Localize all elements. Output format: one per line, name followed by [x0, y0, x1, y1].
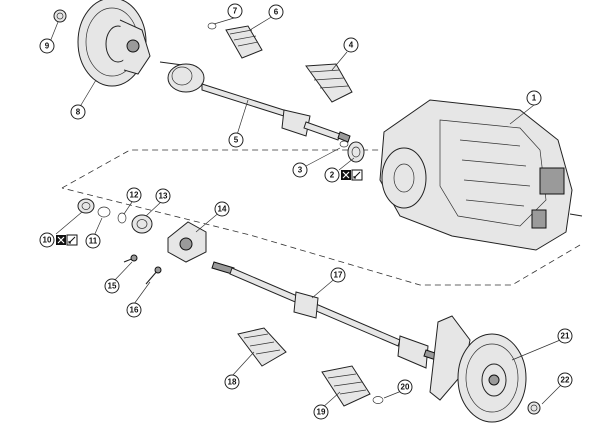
callout-10: 10 [39, 232, 55, 248]
callout-7: 7 [227, 3, 243, 19]
upper-brake-disc [77, 0, 151, 87]
callout-label-15: 15 [108, 282, 117, 291]
callout-6: 6 [268, 4, 284, 20]
lower-boot-19 [321, 365, 371, 407]
callout-label-17: 17 [334, 271, 343, 280]
callout-12: 12 [126, 187, 142, 203]
callout-4: 4 [343, 37, 359, 53]
callout-label-18: 18 [228, 378, 237, 387]
callout-13: 13 [155, 188, 171, 204]
grease-lubricate-icon [351, 169, 363, 181]
leader-lines [49, 15, 566, 409]
callout-1: 1 [526, 90, 542, 106]
lower-boot-18 [237, 327, 287, 367]
callout-label-9: 9 [45, 42, 50, 51]
callout-3: 3 [292, 162, 308, 178]
callout-label-19: 19 [317, 408, 326, 417]
callout-16: 16 [126, 302, 142, 318]
callout-9: 9 [39, 38, 55, 54]
lower-brake-disc [429, 315, 527, 423]
ring-11 [97, 206, 111, 218]
callout-14: 14 [214, 201, 230, 217]
callout-label-12: 12 [130, 191, 139, 200]
lower-clip-20 [372, 396, 384, 404]
seal-2 [347, 141, 365, 163]
replace-part-icon [341, 170, 351, 180]
callout-8: 8 [70, 104, 86, 120]
bearing-13 [131, 214, 153, 234]
callout-5: 5 [228, 132, 244, 148]
callout-label-20: 20 [401, 383, 410, 392]
callout-20: 20 [397, 379, 413, 395]
callout-label-11: 11 [89, 237, 98, 246]
callout-label-6: 6 [274, 8, 279, 17]
callout-label-8: 8 [76, 108, 81, 117]
callout-label-4: 4 [349, 41, 354, 50]
lower-hub-nut [527, 401, 541, 415]
upper-hub-nut [53, 9, 67, 23]
callout-17: 17 [330, 267, 346, 283]
callout-label-22: 22 [561, 376, 570, 385]
callout-label-1: 1 [532, 94, 537, 103]
seal-10 [77, 198, 95, 214]
callout-label-21: 21 [561, 332, 570, 341]
upper-boot-6 [225, 25, 263, 59]
callout-21: 21 [557, 328, 573, 344]
callout-19: 19 [313, 404, 329, 420]
callout-label-13: 13 [159, 192, 168, 201]
clip-12 [117, 212, 127, 224]
upper-clip-7 [207, 22, 217, 30]
transmission-housing [379, 99, 583, 251]
upper-boot-4 [305, 63, 353, 103]
replace-part-icon [56, 235, 66, 245]
callout-label-16: 16 [130, 306, 139, 315]
bolt-16 [145, 266, 162, 285]
clip-3 [339, 140, 349, 148]
callout-label-3: 3 [298, 166, 303, 175]
callout-label-7: 7 [233, 7, 238, 16]
callout-18: 18 [224, 374, 240, 390]
callout-label-5: 5 [234, 136, 239, 145]
callout-label-2: 2 [330, 171, 335, 180]
bolt-15 [123, 254, 138, 263]
assembly-boundary [61, 149, 581, 286]
grease-lubricate-icon [66, 234, 78, 246]
callout-label-10: 10 [43, 236, 52, 245]
callout-15: 15 [104, 278, 120, 294]
lower-driveshaft [211, 261, 445, 369]
callout-label-14: 14 [218, 205, 227, 214]
callout-2: 2 [324, 167, 340, 183]
callout-22: 22 [557, 372, 573, 388]
callout-11: 11 [85, 233, 101, 249]
upper-driveshaft [159, 61, 351, 143]
